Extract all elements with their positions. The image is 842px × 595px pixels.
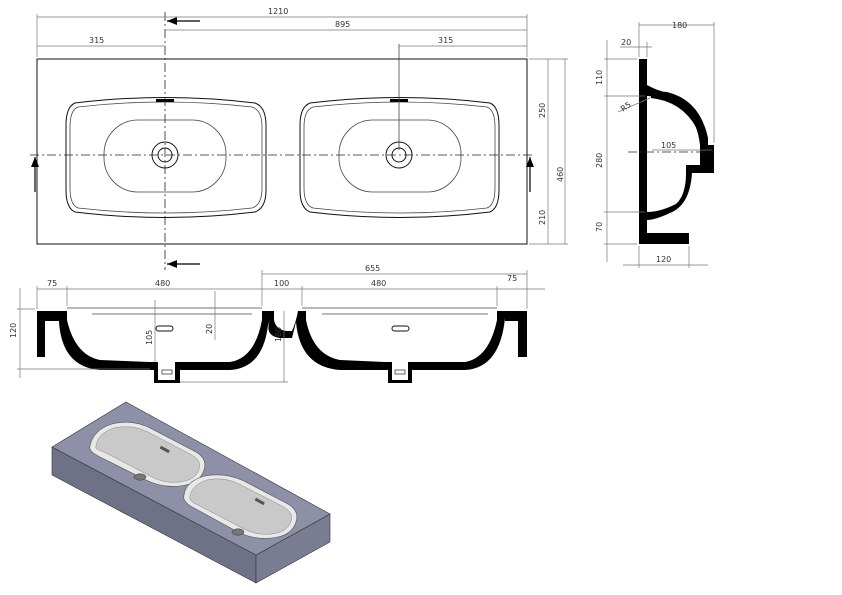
dim-front-overflow-size: 20 [205,324,214,334]
dim-side-width: 180 [672,21,687,30]
dim-front-edge-right: 75 [507,274,517,283]
front-section-right-overflow [391,325,410,332]
top-view-left-bowl-outer [65,97,267,218]
front-section-left-overflow [155,325,174,332]
front-section-right-drain [394,369,406,375]
section-arrow-bottom [167,260,200,268]
front-section-left-wall [37,311,59,357]
section-arrow-left [31,157,39,192]
dim-side-wall: 20 [621,38,631,47]
dim-side-bowl-depth: 280 [595,153,604,168]
iso-right-drain [231,528,245,536]
top-view-left-bowl-inner-rim [69,101,263,214]
dim-total-depth: 460 [556,167,565,182]
front-section-profile [37,311,527,383]
dim-depth-back: 250 [538,103,547,118]
dim-side-drain-offset: 105 [661,141,676,150]
side-view: 180 20 110 280 70 R5 105 120 [595,21,715,268]
dim-side-radius: R5 [619,100,633,113]
top-view: 1210 895 315 315 250 210 460 [30,7,568,270]
top-view-right-bowl-inner-rim [303,101,496,214]
dim-side-base-width: 120 [656,255,671,264]
iso-left-overflow [159,445,170,454]
section-arrow-top [167,17,200,25]
dim-front-overflow-height: 105 [145,330,154,345]
dim-front-bowl-height: 180 [274,327,283,342]
iso-left-basin-bowl [95,426,200,483]
iso-left-drain [133,473,147,481]
dim-front-gap: 100 [274,279,289,288]
side-view-basin-wall [650,94,706,141]
dim-left-offset: 315 [89,36,104,45]
front-section-left-drain [161,369,173,375]
top-view-right-bowl-outer [299,97,500,218]
dim-depth-front: 210 [538,210,547,225]
top-view-right-bowl-floor [338,119,462,193]
dim-front-edge-left: 75 [47,279,57,288]
dim-side-top-height: 110 [595,70,604,85]
dim-overall-width: 1210 [268,7,288,16]
dim-front-bowl-left: 480 [155,279,170,288]
dim-front-height: 120 [9,323,18,338]
top-view-slab [36,58,528,245]
isometric-view [51,401,331,584]
front-section-right-wall [505,311,527,357]
section-arrow-right [526,157,534,192]
dim-front-bowl-right: 480 [371,279,386,288]
iso-right-basin-bowl [189,478,292,535]
front-section-view: 75 480 100 655 480 75 120 105 20 180 [9,264,545,383]
dim-front-right-span: 655 [365,264,380,273]
dim-center-spacing: 895 [335,20,350,29]
iso-right-overflow [254,497,265,506]
dim-side-bottom: 70 [595,222,604,232]
side-view-section [639,59,714,244]
dim-right-offset: 315 [438,36,453,45]
